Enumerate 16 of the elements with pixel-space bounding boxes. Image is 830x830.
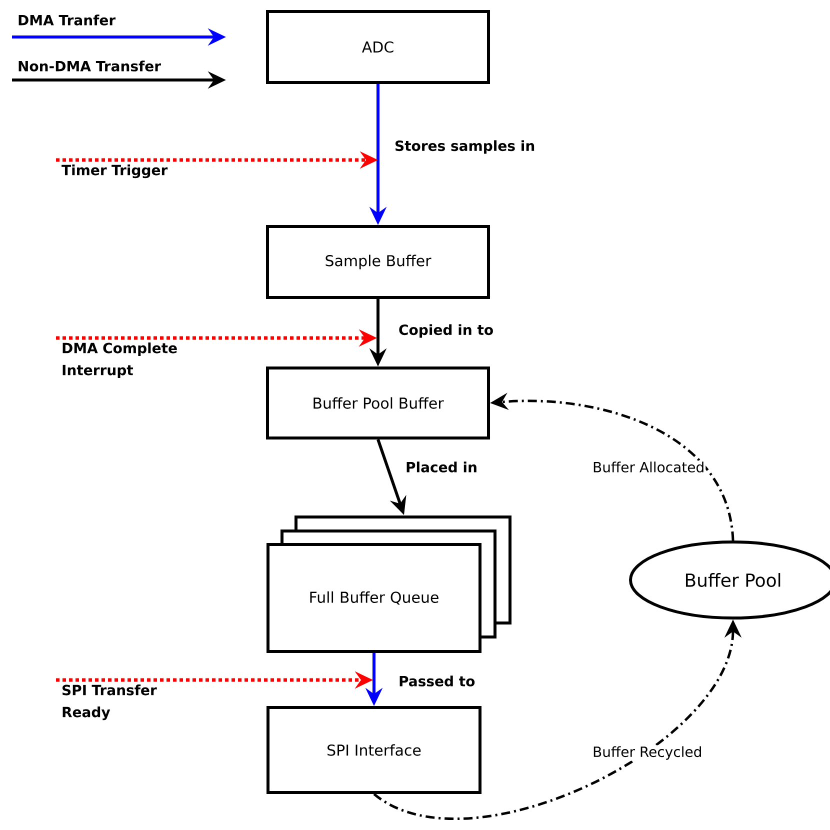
edge-label: Stores samples in <box>394 139 536 155</box>
process-box: ADC <box>266 10 490 84</box>
legend-label: Non-DMA Transfer <box>18 60 161 72</box>
process-box: Sample Buffer <box>266 225 490 299</box>
trigger-label: Timer Trigger <box>62 164 168 178</box>
process-box: SPI Interface <box>266 706 482 794</box>
edge-label: Passed to <box>398 674 476 688</box>
edge-label: Copied in to <box>398 323 495 339</box>
edge-label: Placed in <box>404 460 478 474</box>
edge-label: Buffer Recycled <box>592 745 704 761</box>
process-box: Buffer Pool Buffer <box>266 366 490 440</box>
trigger-label: DMA Complete Interrupt <box>62 342 177 378</box>
legend-label: DMA Tranfer <box>18 14 116 26</box>
stacked-box: Full Buffer Queue <box>266 516 512 653</box>
edge-label: Buffer Allocated <box>592 460 706 474</box>
trigger-label: SPI Transfer Ready <box>62 684 157 720</box>
